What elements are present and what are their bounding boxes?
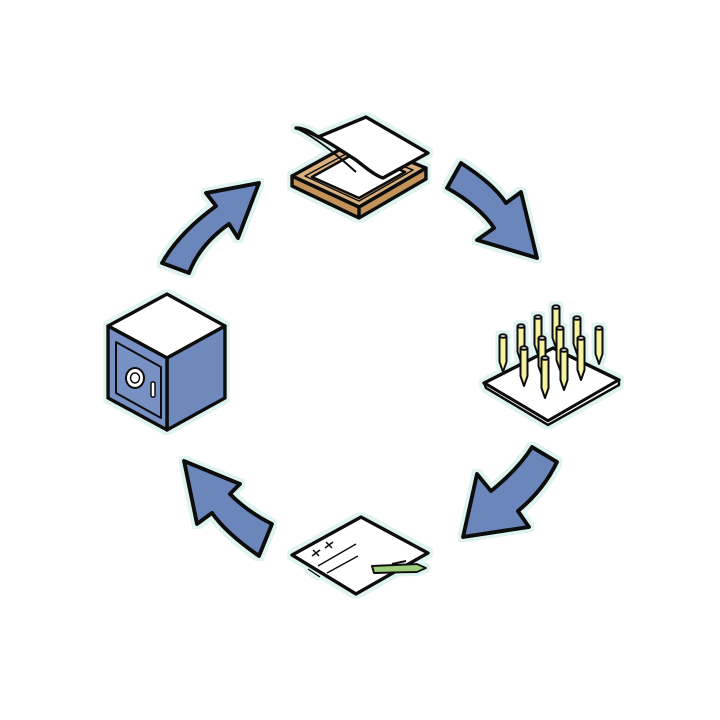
pencil-eraser — [516, 323, 526, 329]
pencil-icon — [498, 335, 508, 373]
pencil-icon — [576, 337, 586, 381]
safe-icon — [106, 292, 227, 432]
pencil-eraser — [537, 335, 547, 341]
pencil-eraser — [576, 335, 586, 341]
pencil-eraser — [555, 325, 565, 331]
paper-tray-icon — [290, 115, 430, 220]
curved-arrow-icon — [461, 445, 559, 539]
pencil-pincushion-icon — [482, 304, 621, 427]
pencil-eraser — [519, 345, 529, 351]
signed-document-icon — [290, 515, 430, 596]
pencil-icon — [594, 327, 604, 365]
pencil-eraser — [551, 304, 561, 310]
pencil-eraser — [572, 315, 582, 321]
pencil-eraser — [594, 325, 604, 331]
pencil-eraser — [559, 347, 569, 353]
curved-arrow-icon — [445, 161, 539, 260]
pencil-eraser — [533, 314, 543, 320]
pencil-icon — [519, 347, 529, 387]
pencil-icon — [540, 357, 550, 399]
curved-arrow-icon — [182, 459, 274, 558]
pencil-eraser — [540, 355, 550, 361]
curved-arrow-icon — [160, 181, 261, 275]
pencil-icon — [559, 349, 569, 391]
pencil-eraser — [498, 333, 508, 339]
